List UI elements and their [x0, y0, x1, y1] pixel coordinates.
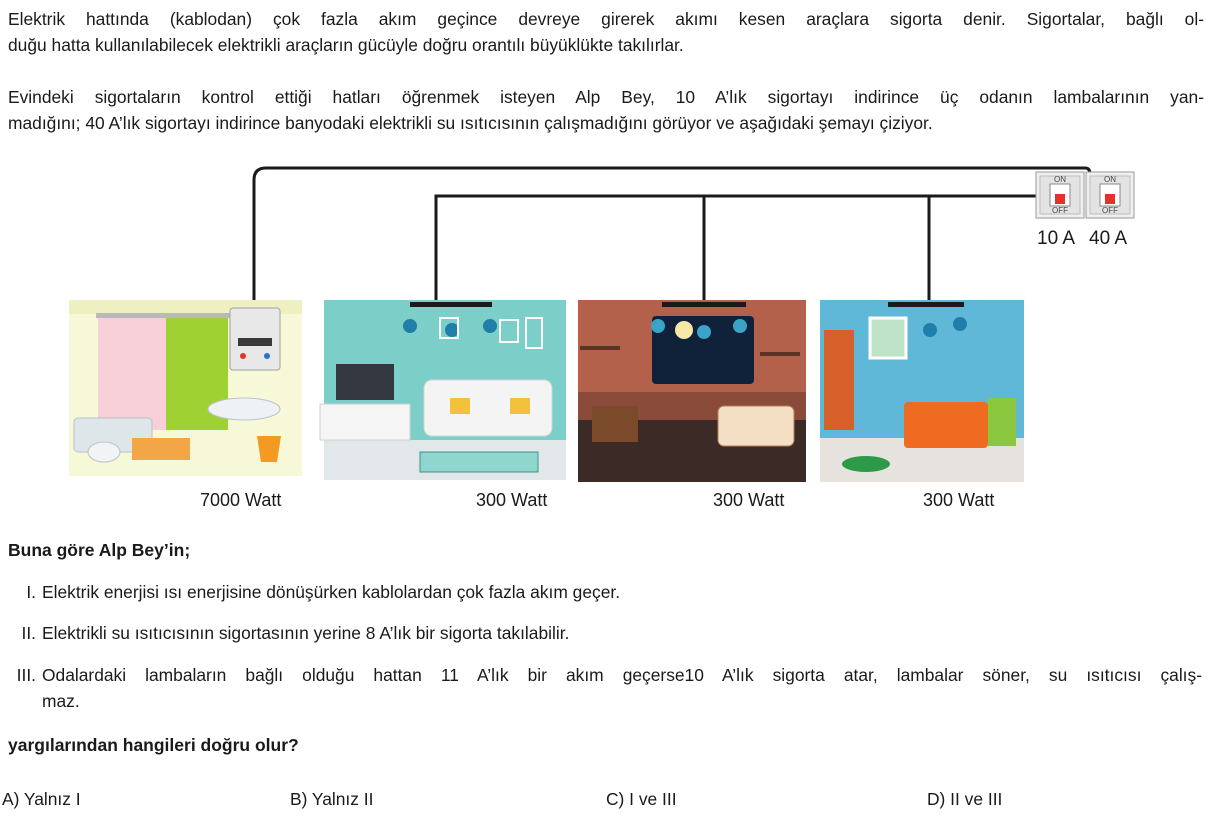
kids-room-watt-label: 300 Watt [713, 490, 785, 510]
statement-2: II. Elektrikli su ısıtıcısının sigortası… [0, 620, 1211, 646]
fuse-40a[interactable]: ON OFF [1085, 171, 1135, 219]
nightstand [988, 398, 1016, 446]
ceiling-lamp-bar [662, 302, 746, 307]
bed-icon [717, 405, 795, 447]
sofa-icon [423, 379, 553, 437]
option-a[interactable]: A) Yalnız I [2, 789, 81, 809]
toilet-icon [87, 441, 121, 463]
option-d[interactable]: D) II ve III [927, 789, 1003, 809]
living-room-watt-label: 300 Watt [476, 490, 548, 510]
statement-3-number: III. [16, 665, 36, 685]
circuit-diagram: ON OFF ON OFF [69, 166, 1135, 482]
lamp-icon [651, 319, 665, 333]
toy-chest [592, 406, 638, 442]
ceiling-lamp-bar [410, 302, 492, 307]
lamp-icon [483, 319, 497, 333]
statement-1-number: I. [26, 582, 36, 602]
wires [252, 166, 1092, 306]
fuse-box: ON OFF ON OFF [1035, 171, 1135, 219]
living-room-illustration [319, 300, 566, 480]
statement-2-text: Elektrikli su ısıtıcısının sigortasının … [42, 623, 570, 643]
rug [842, 456, 890, 472]
window [868, 316, 908, 360]
bed-icon [904, 402, 988, 448]
sink [207, 397, 281, 421]
intro-p2-line-1: Evindeki sigortaların kontrol ettiği hat… [8, 87, 1204, 107]
fuse-40a-label: 40 A [1089, 228, 1128, 249]
shower-curtain-pink [98, 318, 166, 430]
wire-40a-bathroom [252, 166, 1092, 306]
statement-1: I. Elektrik enerjisi ısı enerjisine dönü… [0, 579, 1211, 605]
wire-10a-lamps [434, 194, 1040, 304]
intro-p1-line-1: Elektrik hattında (kablodan) çok fazla a… [8, 9, 1204, 29]
rug [419, 451, 539, 473]
fuse-10a-on-text: ON [1054, 175, 1066, 184]
question-lead: Buna göre Alp Bey’in; [8, 540, 191, 560]
tv-icon [336, 364, 394, 400]
lamp-icon [403, 319, 417, 333]
statement-3-line-2: maz. [42, 691, 80, 711]
bath-mat [132, 438, 190, 460]
intro-p1-line-2: duğu hatta kullanılabilecek elektrikli a… [8, 35, 684, 55]
moon-icon [675, 321, 693, 339]
lamp-icon [445, 323, 459, 337]
bucket-icon [257, 436, 281, 462]
fuse-40a-on-text: ON [1104, 175, 1116, 184]
bookshelf [824, 330, 854, 430]
fuse-10a-label: 10 A [1037, 228, 1076, 249]
fuse-10a-lever[interactable] [1055, 194, 1065, 204]
fuse-10a-off-text: OFF [1052, 206, 1068, 215]
statement-1-text: Elektrik enerjisi ısı enerjisine dönüşür… [42, 582, 621, 602]
bathroom-watt-label: 7000 Watt [200, 490, 282, 510]
tv-stand [319, 403, 411, 441]
fuse-40a-off-text: OFF [1102, 206, 1118, 215]
option-c[interactable]: C) I ve III [606, 789, 677, 809]
fuse-40a-lever[interactable] [1105, 194, 1115, 204]
lamp-icon [733, 319, 747, 333]
lamp-icon [953, 317, 967, 331]
statement-3-line-1: Odalardaki lambaların bağlı olduğu hatta… [42, 665, 1202, 685]
intro-p2-line-2: madığını; 40 A’lık sigortayı indirince b… [8, 113, 933, 133]
statement-3-text: Odalardaki lambaların bağlı olduğu hatta… [42, 662, 1202, 714]
intro-paragraph-1: Elektrik hattında (kablodan) çok fazla a… [8, 6, 1204, 58]
bedroom-illustration [820, 300, 1024, 482]
lamp-icon [697, 325, 711, 339]
ceiling-lamp-bar [888, 302, 964, 307]
bathroom-illustration [69, 300, 302, 476]
kids-room-illustration [578, 300, 806, 482]
question-ask: yargılarından hangileri doğru olur? [8, 735, 299, 755]
fuse-10a[interactable]: ON OFF [1035, 171, 1085, 219]
statement-2-number: II. [21, 623, 37, 643]
statement-3: III. Odalardaki lambaların bağlı olduğu … [0, 662, 1211, 718]
intro-paragraph-2: Evindeki sigortaların kontrol ettiği hat… [8, 84, 1204, 136]
lamp-icon [923, 323, 937, 337]
bedroom-watt-label: 300 Watt [923, 490, 995, 510]
option-b[interactable]: B) Yalnız II [290, 789, 374, 809]
